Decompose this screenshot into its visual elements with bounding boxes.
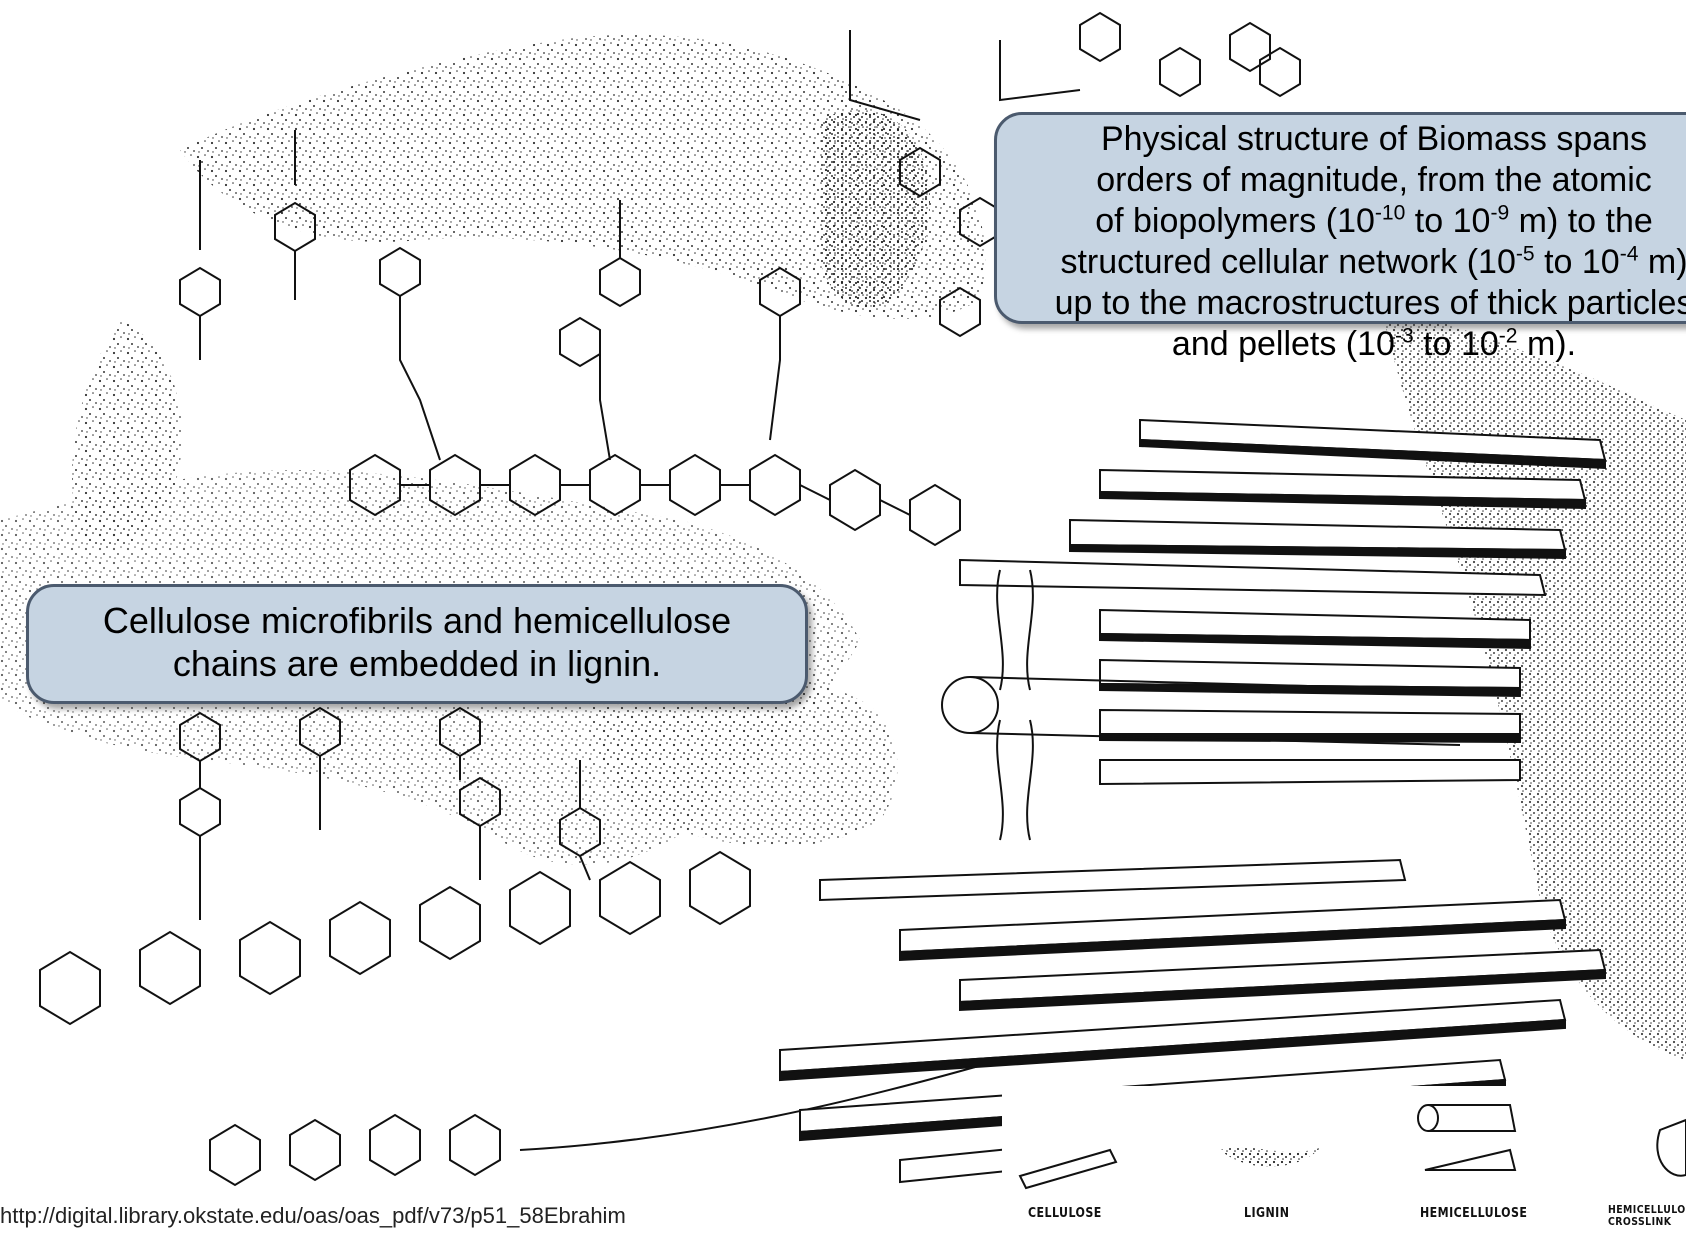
physical-line-4: structured cellular network (10-5 to 10-…: [997, 242, 1686, 283]
cellulose-fibrils: [780, 420, 1605, 1182]
callout-cellulose-microfibrils: Cellulose microfibrils and hemicellulose…: [26, 584, 808, 704]
callout-physical-structure: Physical structure of Biomass spans orde…: [994, 112, 1686, 324]
physical-line-6: and pellets (10-3 to 10-2 m).: [997, 324, 1686, 365]
source-url: http://digital.library.okstate.edu/oas/o…: [0, 1203, 626, 1229]
legend-label-lignin: LIGNIN: [1244, 1206, 1289, 1221]
cellulose-line-2: chains are embedded in lignin.: [29, 642, 805, 685]
legend-label-hemicellulose-crosslink: HEMICELLULOSE CROSSLINK: [1608, 1204, 1686, 1228]
legend-label-hemicellulose: HEMICELLULOSE: [1420, 1206, 1527, 1221]
physical-line-1: Physical structure of Biomass spans: [997, 119, 1686, 160]
physical-line-5: up to the macrostructures of thick parti…: [997, 283, 1686, 324]
component-legend: [1002, 1086, 1686, 1239]
physical-line-3: of biopolymers (10-10 to 10-9 m) to the: [997, 201, 1686, 242]
physical-line-2: orders of magnitude, from the atomic: [997, 160, 1686, 201]
cellulose-line-1: Cellulose microfibrils and hemicellulose: [29, 599, 805, 642]
legend-label-cellulose: CELLULOSE: [1028, 1206, 1102, 1221]
